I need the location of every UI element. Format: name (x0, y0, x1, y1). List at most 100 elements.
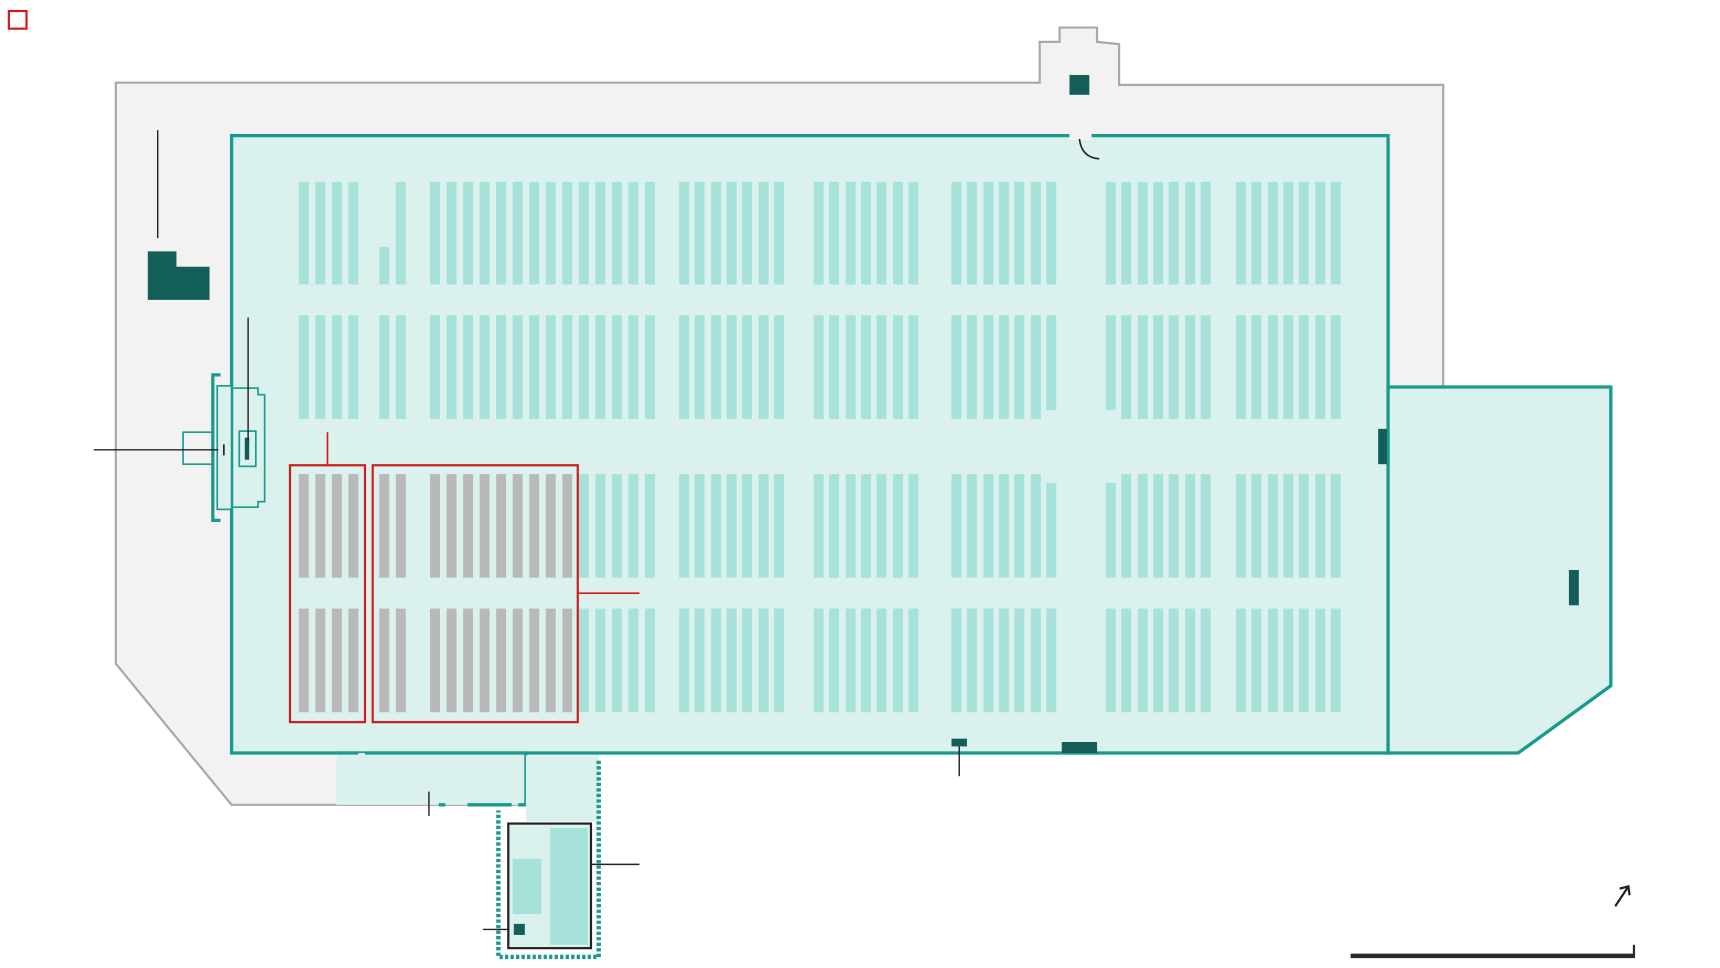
stall[interactable] (1153, 315, 1164, 419)
stall[interactable] (893, 608, 903, 713)
west-entrance[interactable] (182, 373, 266, 523)
stall[interactable] (1105, 608, 1116, 713)
stall-selected[interactable] (430, 474, 440, 578)
stall[interactable] (1014, 181, 1025, 285)
stall[interactable] (876, 181, 887, 285)
stall[interactable] (645, 181, 655, 285)
stall[interactable] (1283, 608, 1294, 713)
stall[interactable] (298, 181, 309, 285)
stall[interactable] (1200, 315, 1211, 419)
stall[interactable] (1200, 181, 1211, 285)
stall[interactable] (645, 315, 655, 419)
stall[interactable] (1030, 181, 1041, 285)
stall[interactable] (463, 181, 474, 285)
stall[interactable] (595, 608, 606, 713)
stall[interactable] (861, 608, 872, 713)
stall[interactable] (430, 181, 440, 285)
stall-selected[interactable] (562, 608, 573, 713)
stall[interactable] (1330, 315, 1341, 419)
stall[interactable] (711, 315, 722, 419)
stall[interactable] (1153, 474, 1164, 578)
stall[interactable] (679, 608, 690, 713)
stall[interactable] (742, 181, 752, 285)
stall[interactable] (813, 181, 824, 285)
annex-hall[interactable] (1386, 385, 1613, 755)
stall[interactable] (395, 315, 406, 419)
stall[interactable] (1267, 181, 1278, 285)
stall-selected[interactable] (348, 608, 359, 713)
stall[interactable] (1030, 315, 1041, 419)
stall[interactable] (463, 315, 474, 419)
stall[interactable] (694, 474, 705, 578)
stall[interactable] (628, 474, 639, 578)
stall[interactable] (1315, 315, 1326, 419)
stall[interactable] (611, 181, 622, 285)
stall[interactable] (1121, 315, 1132, 419)
pavilion-room[interactable] (550, 827, 588, 945)
stall-selected[interactable] (446, 474, 457, 578)
annex-feature[interactable] (1568, 569, 1579, 606)
stall[interactable] (813, 474, 824, 578)
stall[interactable] (998, 315, 1009, 419)
stall[interactable] (545, 315, 556, 419)
east-door-marker[interactable] (1378, 428, 1387, 465)
stall[interactable] (1330, 608, 1341, 713)
stall-selected[interactable] (379, 474, 390, 578)
stall[interactable] (1251, 608, 1262, 713)
stall[interactable] (562, 315, 573, 419)
stall[interactable] (1315, 181, 1326, 285)
stall[interactable] (845, 474, 856, 578)
stall[interactable] (711, 474, 722, 578)
stall-selected[interactable] (545, 474, 556, 578)
stall[interactable] (595, 474, 606, 578)
stall-selected[interactable] (496, 474, 507, 578)
stall[interactable] (966, 181, 977, 285)
stall[interactable] (1046, 608, 1057, 713)
stall[interactable] (861, 181, 872, 285)
stall[interactable] (1298, 474, 1309, 578)
stall[interactable] (829, 474, 840, 578)
stall[interactable] (1251, 181, 1262, 285)
south-vestibule[interactable] (334, 751, 528, 807)
south-door-marker[interactable] (951, 738, 967, 747)
stall[interactable] (1298, 181, 1309, 285)
stall[interactable] (1121, 608, 1132, 713)
stall[interactable] (1121, 474, 1132, 578)
stall[interactable] (1235, 315, 1246, 419)
selection-indicator-icon[interactable] (7, 9, 28, 30)
stall[interactable] (298, 315, 309, 419)
stall[interactable] (1153, 608, 1164, 713)
stall[interactable] (611, 315, 622, 419)
stall[interactable] (742, 474, 752, 578)
stall[interactable] (1137, 181, 1148, 285)
stall[interactable] (1251, 474, 1262, 578)
stall[interactable] (1105, 315, 1116, 411)
stall-selected[interactable] (446, 608, 457, 713)
stall[interactable] (545, 181, 556, 285)
stall[interactable] (726, 474, 737, 578)
stall[interactable] (1014, 474, 1025, 578)
stall[interactable] (1298, 608, 1309, 713)
stall[interactable] (813, 608, 824, 713)
stall[interactable] (1251, 315, 1262, 419)
stall[interactable] (1267, 315, 1278, 419)
stall[interactable] (1235, 474, 1246, 578)
stall[interactable] (998, 608, 1009, 713)
stall[interactable] (315, 181, 326, 285)
stall[interactable] (562, 181, 573, 285)
stall[interactable] (1283, 474, 1294, 578)
stall[interactable] (861, 315, 872, 419)
stall[interactable] (758, 474, 769, 578)
stall[interactable] (628, 315, 639, 419)
stall[interactable] (679, 181, 690, 285)
stall[interactable] (1014, 608, 1025, 713)
main-hall[interactable] (229, 133, 1390, 755)
stall[interactable] (628, 181, 639, 285)
stall[interactable] (512, 181, 523, 285)
stall[interactable] (1121, 181, 1132, 285)
stall[interactable] (578, 181, 589, 285)
stall[interactable] (908, 608, 919, 713)
stall-selected[interactable] (395, 474, 406, 578)
stall[interactable] (1046, 181, 1057, 285)
stall[interactable] (611, 474, 622, 578)
